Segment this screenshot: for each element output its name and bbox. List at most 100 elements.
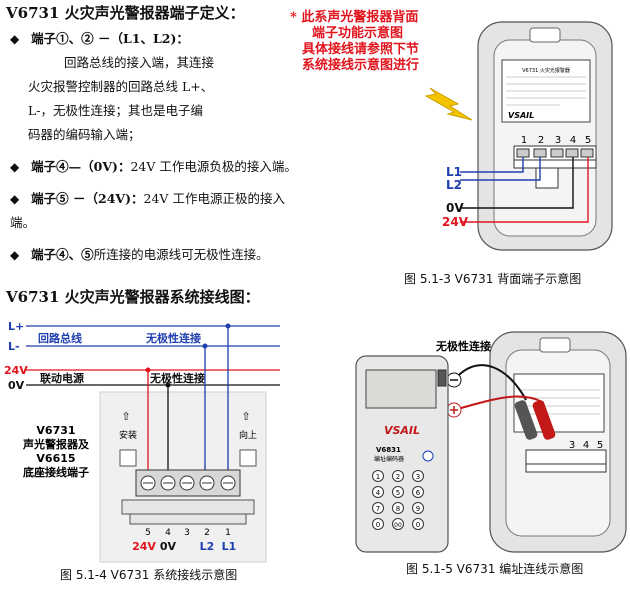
terminal-number: 3: [555, 135, 561, 146]
term-num: 3: [184, 528, 190, 538]
red-note-line: * 此系声光警报器背面: [290, 10, 419, 25]
bullet-1-line: 码器的编码输入端；: [28, 127, 141, 142]
clip-red: [532, 400, 556, 440]
term-num: 4: [165, 528, 171, 538]
bullet-3-head: 端子⑤ －（24V)：: [31, 191, 144, 206]
bullet-2: ◆ 端子④—（0V)：24V 工作电源负极的接入端。: [10, 159, 297, 174]
bullet-list: ◆ 端子①、② －（L1、L2)： 回路总线的接入端，其连接 火灾报警控制器的回…: [10, 27, 300, 267]
device-label-line: 底座接线端子: [23, 465, 89, 479]
term-label-l2: L2: [200, 540, 215, 553]
bus-label: 0V: [8, 379, 25, 392]
key: 9: [416, 505, 420, 513]
terminal-number: 5: [597, 440, 603, 451]
bullet-1: ◆ 端子①、② －（L1、L2)：: [10, 31, 189, 46]
programmer-model: V6831: [376, 446, 401, 454]
mount-hole: [119, 449, 137, 467]
terminal-screws: [140, 475, 236, 491]
term-num: 2: [204, 528, 210, 538]
bus-label: L+: [8, 320, 24, 333]
red-note: * 此系声光警报器背面 端子功能示意图 具体接线请参照下节 系统接线示意图进行: [290, 10, 465, 74]
key: 3: [416, 473, 420, 481]
rear-terminal-diagram: V6731 火灾光报警器 VSAIL 1 2 3 4 5 L1 L2 0V 24…: [424, 21, 613, 251]
key: 4: [376, 489, 381, 497]
bullet-1-line: L-，无极性连接；其也是电子编: [28, 103, 204, 118]
nonpolar-label-1: 无极性连接: [145, 331, 201, 345]
install-label: 安装: [119, 429, 137, 441]
key: 1: [376, 473, 380, 481]
caption-fig4: 图 5.1-4 V6731 系统接线示意图: [60, 568, 238, 582]
clip-black: [514, 400, 538, 440]
bullet-1-head: 端子①、② －（L1、L2)：: [31, 31, 189, 46]
programmer-brand: VSAIL: [384, 424, 420, 437]
bullet-1-line: 火灾报警控制器的回路总线 L+、: [28, 79, 214, 94]
bullet-4-head: 端子④、⑤: [31, 247, 94, 262]
terminal-number: 2: [538, 135, 544, 146]
red-note-line: 端子功能示意图: [312, 26, 404, 41]
red-note-line: 具体接线请参照下节: [302, 42, 420, 57]
nonpolar-label-2: 无极性连接: [149, 371, 205, 385]
cable-black: [453, 364, 527, 401]
bullet-3-text: 24V 工作电源正极的接入端。: [10, 191, 285, 230]
key: 0: [416, 521, 420, 529]
clock-icon: [422, 450, 434, 462]
title-system: V6731 火灾声光警报器系统接线图：: [6, 288, 260, 306]
mount-hole: [239, 449, 257, 467]
key: 00: [394, 522, 402, 529]
wire-l2: [460, 157, 541, 181]
plate-title: V6731 火灾光报警器: [522, 67, 570, 74]
up-arrow-icon: ⇧: [241, 410, 250, 423]
wire-24v: [460, 157, 589, 223]
nonpolar-label: 无极性连接: [435, 339, 491, 353]
bullet-2-text: 24V 工作电源负极的接入端。: [130, 159, 297, 174]
label-0v: 0V: [446, 201, 464, 215]
term-label-0v: 0V: [160, 540, 177, 553]
terminal-number: 4: [570, 135, 576, 146]
term-label-l1: L1: [222, 540, 237, 553]
label-l1: L1: [446, 165, 462, 179]
label-l2: L2: [446, 178, 462, 192]
keypad: 1 2 3 4 5 6 7 8 9 0 00 0: [372, 470, 424, 530]
term-num: 1: [225, 528, 231, 538]
bullet-2-head: 端子④—（0V)：: [31, 159, 131, 174]
lightning-icon: [424, 87, 473, 121]
loop-bus-label: 回路总线: [38, 331, 82, 345]
plate-brand: VSAIL: [508, 111, 534, 120]
terminal-number: 3: [569, 440, 575, 451]
system-wiring-diagram: L+ L- 24V 0V 回路总线 无极性连接 联动电源 无极性连接 V6731…: [4, 320, 280, 563]
wire-0v: [460, 157, 574, 209]
programmer-connector: [437, 369, 447, 387]
bus-label: L-: [8, 340, 20, 353]
linkage-power-label: 联动电源: [40, 371, 84, 385]
key: 0: [376, 521, 380, 529]
terminal-number: 4: [583, 440, 589, 451]
caption-fig5: 图 5.1-5 V6731 编址连线示意图: [406, 562, 584, 576]
alarm-terminal-strip: [525, 449, 607, 465]
wire-l1: [460, 157, 524, 173]
key: 7: [376, 505, 380, 513]
device-label-line: V6731: [36, 424, 75, 437]
addressing-diagram: 3 4 5 无极性连接 VSAIL V6831 编址编码器 1 2 3 4 5 …: [355, 331, 627, 553]
red-note-line: 系统接线示意图进行: [302, 58, 420, 73]
caption-fig3: 图 5.1-3 V6731 背面端子示意图: [404, 272, 582, 286]
title-terminals: V6731 火灾声光警报器端子定义：: [6, 4, 245, 22]
key: 5: [396, 489, 400, 497]
terminal-number: 1: [521, 135, 527, 146]
bullet-4: ◆ 端子④、⑤所连接的电源线可无极性连接。: [10, 247, 269, 262]
install-arrow-icon: ⇧: [121, 410, 130, 423]
key: 2: [396, 473, 400, 481]
bus-label: 24V: [4, 364, 28, 377]
programmer-screen: [365, 369, 437, 409]
terminal-number: 5: [585, 135, 591, 146]
cable-red: [453, 395, 543, 411]
bullet-1-line: 回路总线的接入端，其连接: [64, 55, 215, 70]
key: 8: [396, 505, 400, 513]
term-num: 5: [145, 528, 151, 538]
up-label: 向上: [239, 429, 257, 441]
device-label-line: 声光警报器及: [22, 437, 90, 451]
bullet-3: ◆ 端子⑤ －（24V)：24V 工作电源正极的接入端。: [10, 191, 285, 230]
key: 6: [416, 489, 421, 497]
term-label-24v: 24V: [132, 540, 156, 553]
label-24v: 24V: [442, 215, 469, 229]
bullet-4-text: 所连接的电源线可无极性连接。: [93, 247, 269, 262]
device-label-line: V6615: [36, 452, 75, 465]
